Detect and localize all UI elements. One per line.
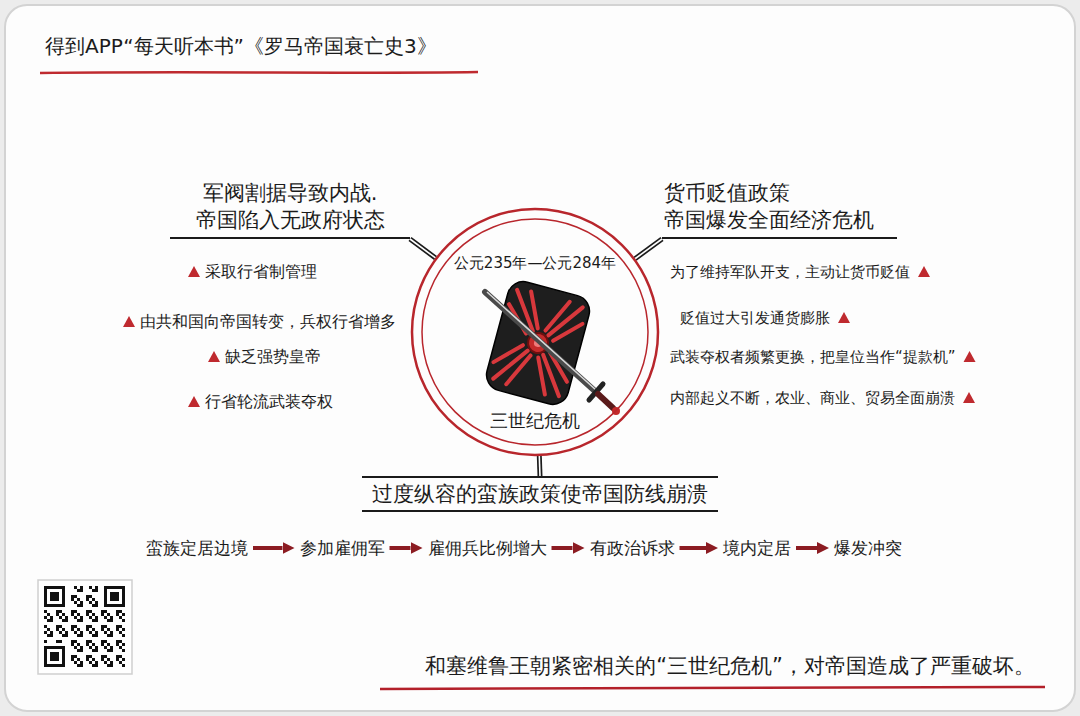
connector-group [552,548,573,549]
chain-step: 蛮族定居边境 [141,537,253,559]
qr-finder [104,586,125,607]
shield-stroke [494,339,523,368]
chain-step: 爆发冲突 [829,537,907,559]
bullet-text: 内部起义不断，农业、商业、贸易全面崩溃 [670,388,955,408]
flow-arrow [390,546,411,550]
bullet-triangle [188,266,200,277]
title-slot: 得到APP“每天听本书”《罗马帝国衰亡史3》 [45,33,437,59]
qr-modules [44,586,125,667]
branch-heading: 货币贬值政策 帝国爆发全面经济危机 [662,180,897,239]
connector-gap [539,456,541,476]
label-slot: 缺乏强势皇帝 [225,347,321,367]
branch-title: 过度纵容的蛮族政策使帝国防线崩溃 [372,481,708,507]
label-slot: 为了维持军队开支，主动让货币贬值 [670,262,910,282]
bullet-text: 贬值过大引发通货膨胀 [680,308,830,328]
bullet-text: 缺乏强势皇帝 [225,347,321,367]
chain-text: 雇佣兵比例增大 [428,537,547,559]
chain-text: 有政治诉求 [590,537,675,559]
bullet-text: 行省轮流武装夺权 [205,392,333,412]
flow-arrow [680,546,707,550]
bullet-triangle [838,312,850,323]
label-slot: 贬值过大引发通货膨胀 [680,308,830,328]
connector-group [410,239,436,258]
branch-connector [537,456,543,476]
qr-finder [50,652,59,661]
branch-connector [410,239,436,258]
shield-stroke [529,358,553,395]
qr-finder [50,592,59,601]
shield-stroke [506,351,530,388]
shield-stroke [553,318,582,347]
branch-connector [635,239,662,259]
connector-group [539,456,541,476]
caption-text: 和塞维鲁王朝紧密相关的“三世纪危机”，对帝国造成了严重破坏。 [425,652,1035,680]
connector-gap [410,239,436,258]
outer-ring [412,209,658,455]
bullet-text: 武装夺权者频繁更换，把皇位当作“提款机” [670,347,956,367]
qr-finder [47,649,62,664]
connector-group [680,548,707,549]
qr-finder [44,646,65,667]
crisis-name: 三世纪危机 [490,410,580,432]
label-slot: 由共和国向帝国转变，兵权行省增多 [140,312,396,332]
flow-arrow [552,546,573,550]
sword-grip [598,394,613,408]
title-underline [40,72,478,73]
sword-blade [485,292,596,392]
caption-underline [380,687,1045,689]
qr-finder [44,586,65,607]
connector-group [635,239,662,259]
chain-text: 蛮族定居边境 [146,537,248,559]
era-dates: 公元235年—公元284年 [454,254,616,272]
sword-edge [487,292,596,390]
label-slot: 武装夺权者频繁更换，把皇位当作“提款机” [670,347,956,367]
sword-illustration [485,292,620,415]
shield-stroke [545,298,569,335]
branch-heading: 军阀割据导致内战. 帝国陷入无政府状态 [170,180,410,239]
qr-finder [107,589,122,604]
era-circle: 公元235年—公元284年三世纪危机 [410,207,660,457]
card-frame [5,5,1075,711]
bullet-triangle [123,316,135,327]
bullet-text: 为了维持军队开支，主动让货币贬值 [670,262,910,282]
connector-group [796,548,817,549]
bullet-text: 由共和国向帝国转变，兵权行省增多 [140,312,396,332]
branch-band: 过度纵容的蛮族政策使帝国防线崩溃 [362,476,718,512]
chain-text: 参加雇佣军 [300,537,385,559]
bullet-triangle [964,351,976,362]
chain-step: 境内定居 [718,537,796,559]
flow-arrow [796,546,817,550]
chain-text: 境内定居 [723,537,791,559]
connector-group [390,548,411,549]
qr-code [38,580,132,674]
qr-finder [47,589,62,604]
bullet-triangle [208,351,220,362]
title-text: 得到APP“每天听本书”《罗马帝国衰亡史3》 [45,33,437,59]
flow-arrow [253,546,283,550]
bullet-triangle [918,266,930,277]
qr-finder [110,592,119,601]
bullet-triangle [188,396,200,407]
bullet-triangle [963,392,975,403]
label-slot: 内部起义不断，农业、商业、贸易全面崩溃 [670,388,955,408]
chain-step: 有政治诉求 [585,537,680,559]
chain-text: 爆发冲突 [834,537,902,559]
label-slot: 行省轮流武装夺权 [205,392,333,412]
bullet-text: 采取行省制管理 [205,262,317,282]
chain-step: 雇佣兵比例增大 [423,537,552,559]
branch-title: 货币贬值政策 帝国爆发全面经济危机 [664,180,895,234]
chain-step: 参加雇佣军 [295,537,390,559]
branch-title: 军阀割据导致内战. 帝国陷入无政府状态 [172,180,408,234]
caption-slot: 和塞维鲁王朝紧密相关的“三世纪危机”，对帝国造成了严重破坏。 [425,652,1035,680]
shield-stroke [522,291,546,328]
connector-group [253,548,283,549]
label-slot: 采取行省制管理 [205,262,317,282]
bullet-marks [123,266,976,407]
inner-ring [422,219,648,445]
connector-gap [635,239,662,259]
qr-frame [38,580,132,674]
qr-module [44,586,125,667]
